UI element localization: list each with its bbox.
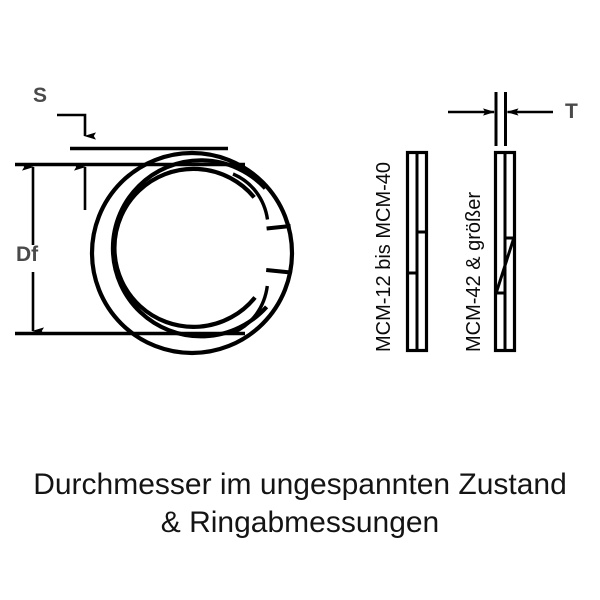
- ring-outer-coil: [89, 150, 295, 356]
- ring-front-view: [89, 150, 295, 356]
- dimension-label-s: S: [33, 84, 48, 107]
- dimension-label-t: T: [565, 100, 578, 123]
- profile-right-diagonal-joint: [495, 238, 515, 293]
- ring-joint-step-lower: [265, 268, 292, 275]
- figure-caption-line-1: Durchmesser im ungespannten Zustand: [33, 468, 567, 501]
- dimension-label-df: Df: [16, 243, 39, 266]
- ring-spiral-end-upper: [232, 172, 270, 220]
- ring-bore-edge: [112, 166, 257, 329]
- profile-left-section: [405, 150, 429, 353]
- s-dimension: [57, 113, 228, 210]
- t-dimension: [448, 92, 553, 146]
- profile-label-mcm-42-und-groesser: MCM-42 & größer: [463, 191, 485, 352]
- figure-caption-line-2: & Ringabmessungen: [160, 506, 440, 539]
- df-dimension: [15, 162, 245, 336]
- ring-spiral-end-lower: [232, 285, 269, 335]
- ring-joint-step-upper: [266, 224, 291, 231]
- profile-label-mcm-12-bis-mcm-40: MCM-12 bis MCM-40: [373, 161, 395, 352]
- figure-caption: Durchmesser im ungespannten Zustand & Ri…: [0, 466, 600, 542]
- s-leader-line: [57, 113, 96, 140]
- profile-right-section: [493, 150, 517, 353]
